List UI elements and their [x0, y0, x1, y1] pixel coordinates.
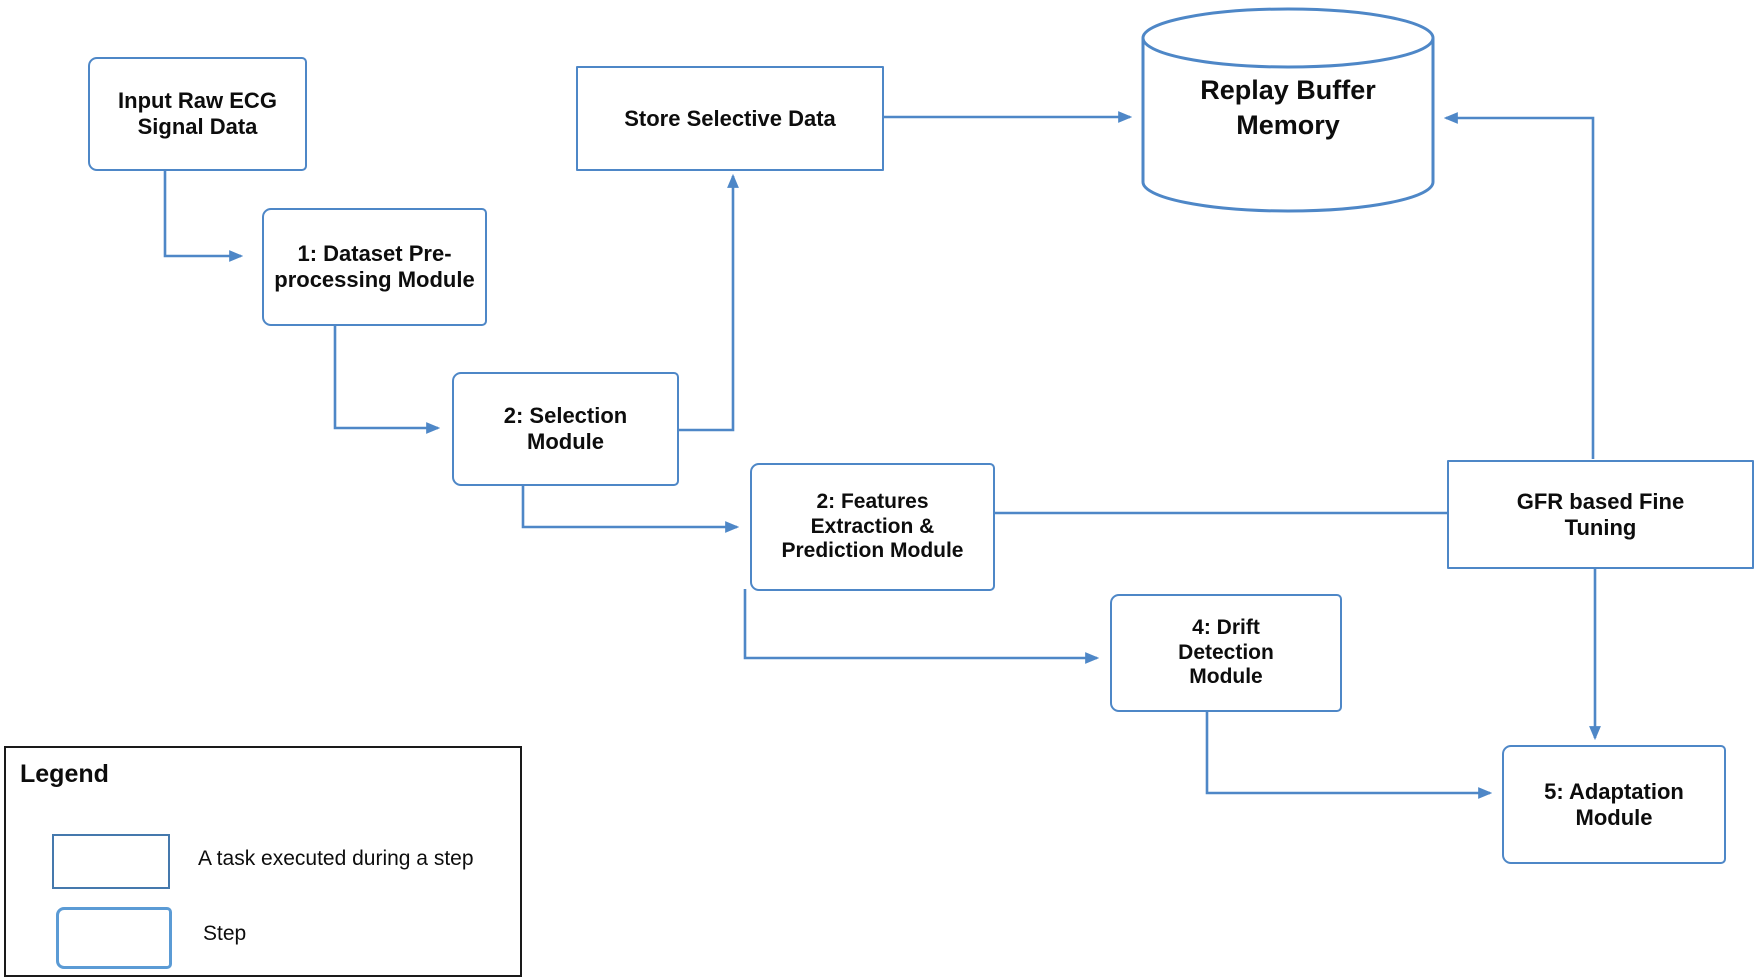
- node-selection-module: 2: Selection Module: [442, 366, 679, 491]
- node-label: GFR based Fine Tuning: [1516, 488, 1685, 540]
- node-label: 2: Selection Module: [503, 403, 628, 454]
- node-label: 2: Features Extraction & Prediction Modu…: [781, 489, 964, 563]
- node-label: 4: Drift Detection Module: [1178, 615, 1274, 689]
- cylinder-shape-icon: [1141, 7, 1435, 213]
- node-store-selective-data: Store Selective Data: [576, 66, 884, 171]
- node-input-raw-ecg-signal-data: Input Raw ECG Signal Data: [78, 51, 307, 176]
- legend-task-symbol-icon: [52, 834, 170, 889]
- connector-dataset-to-selection: [333, 326, 441, 434]
- connector-gfr-to-replay: [1443, 112, 1595, 459]
- node-replay-buffer-memory: Replay Buffer Memory: [1140, 5, 1436, 215]
- node-label: 5: Adaptation Module: [1544, 778, 1684, 830]
- node-label: Replay Buffer Memory: [1200, 75, 1376, 141]
- node-features-extraction-prediction-module: 2: Features Extraction & Prediction Modu…: [740, 457, 995, 596]
- legend-step-symbol-icon: [50, 905, 172, 971]
- legend-panel: Legend A task executed during a step Ste…: [4, 746, 522, 977]
- connector-drift-to-adaptation: [1205, 711, 1493, 799]
- node-adaptation-module: 5: Adaptation Module: [1492, 739, 1726, 869]
- legend-step-label: Step: [203, 922, 247, 945]
- connector-input-to-dataset: [163, 166, 244, 262]
- node-label: Store Selective Data: [624, 105, 836, 131]
- node-dataset-preprocessing-module: 1: Dataset Pre-processing Module: [252, 202, 487, 331]
- node-drift-detection-module: 4: Drift Detection Module: [1100, 588, 1342, 717]
- node-label: 1: Dataset Pre-processing Module: [274, 241, 475, 292]
- legend-title: Legend: [20, 760, 109, 788]
- node-gfr-based-fine-tuning: GFR based Fine Tuning: [1447, 460, 1754, 569]
- connector-features-to-drift: [743, 589, 1100, 664]
- connector-selection-to-features: [521, 484, 740, 533]
- connector-selection-to-store: [676, 173, 739, 432]
- node-label: Input Raw ECG Signal Data: [118, 88, 277, 139]
- legend-task-label: A task executed during a step: [198, 847, 474, 870]
